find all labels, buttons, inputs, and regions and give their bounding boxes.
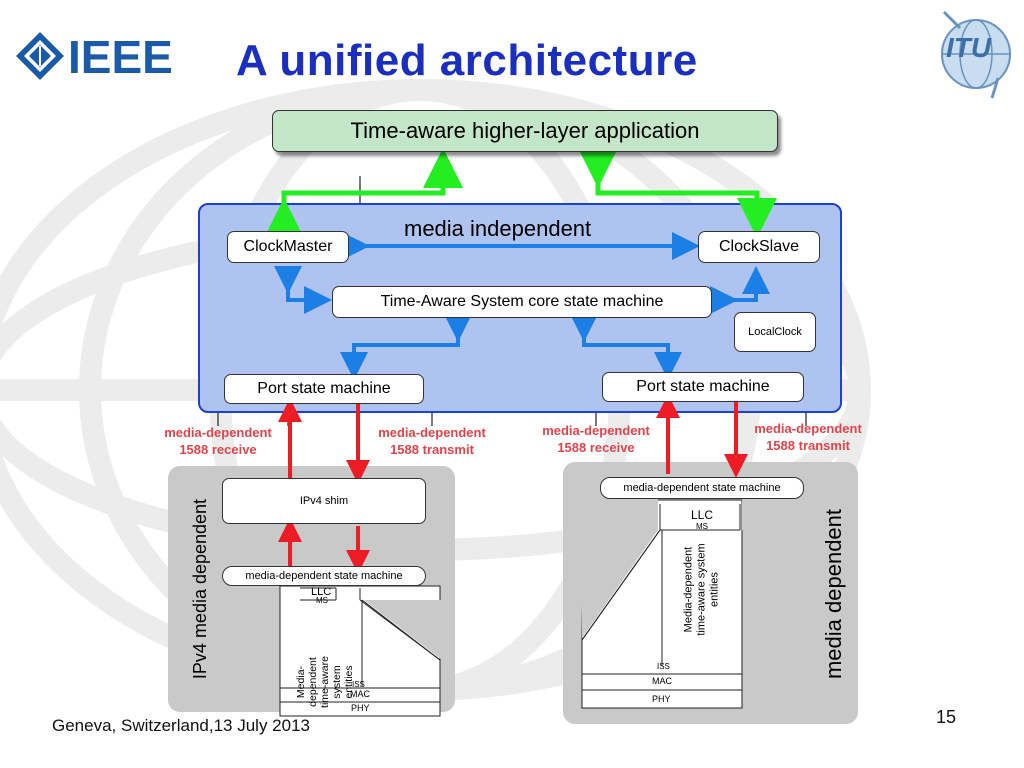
right-transmit-label: media-dependent 1588 transmit [754, 421, 862, 453]
left-mac-label: MAC [350, 689, 370, 699]
slide-title: A unified architecture [236, 36, 698, 85]
right-iss-label: ISS [657, 662, 670, 671]
ieee-logo-text: IEEE [68, 31, 173, 83]
left-md-state-machine-box: media-dependent state machine [222, 566, 426, 586]
core-state-machine-label: Time-Aware System core state machine [380, 293, 664, 310]
left-ms-label: MS [316, 596, 328, 605]
left-phy-label: PHY [351, 703, 370, 713]
ipv4-shim-box: IPv4 shim [222, 478, 426, 524]
left-iss-label: ISS [352, 680, 365, 689]
page-number: 15 [936, 707, 957, 727]
port-state-machine-right-label: Port state machine [636, 378, 770, 395]
port-state-machine-right-box: Port state machine [602, 372, 804, 402]
right-panel-side-label: media dependent [821, 508, 846, 680]
left-md-state-machine-label: media-dependent state machine [245, 570, 403, 582]
port-state-machine-left-label: Port state machine [257, 380, 391, 397]
ieee-diamond-icon [16, 32, 64, 80]
ipv4-shim-label: IPv4 shim [299, 495, 349, 507]
left-panel-side-label: IPv4 media dependent [190, 498, 210, 680]
clock-slave-label: ClockSlave [718, 238, 800, 255]
time-aware-application-box: Time-aware higher-layer application [272, 110, 778, 152]
footer-text: Geneva, Switzerland,13 July 2013 [52, 716, 310, 735]
right-ms-label: MS [696, 522, 708, 531]
left-receive-label: media-dependent 1588 receive [164, 425, 272, 457]
left-llc-label: LLC [311, 586, 332, 598]
right-md-state-machine-label: media-dependent state machine [623, 482, 781, 494]
local-clock-label: LocalClock [748, 326, 802, 338]
right-phy-label: PHY [652, 694, 671, 704]
left-transmit-label: media-dependent 1588 transmit [378, 425, 486, 457]
port-state-machine-left-box: Port state machine [224, 374, 424, 404]
right-receive-label: media-dependent 1588 receive [542, 423, 650, 455]
time-aware-application-label: Time-aware higher-layer application [350, 118, 700, 143]
clock-master-box: ClockMaster [227, 231, 349, 263]
right-mac-label: MAC [652, 676, 672, 686]
clock-master-label: ClockMaster [243, 238, 333, 255]
right-llc-label: LLC [691, 508, 714, 522]
itu-logo-text: ITU [946, 32, 992, 63]
right-entities-label: Media-dependent time-aware system entiti… [682, 543, 721, 636]
itu-globe-icon [941, 10, 1011, 99]
right-md-state-machine-box: media-dependent state machine [600, 477, 804, 499]
local-clock-box: LocalClock [734, 312, 816, 352]
clock-slave-box: ClockSlave [698, 231, 820, 263]
core-state-machine-box: Time-Aware System core state machine [332, 286, 712, 318]
